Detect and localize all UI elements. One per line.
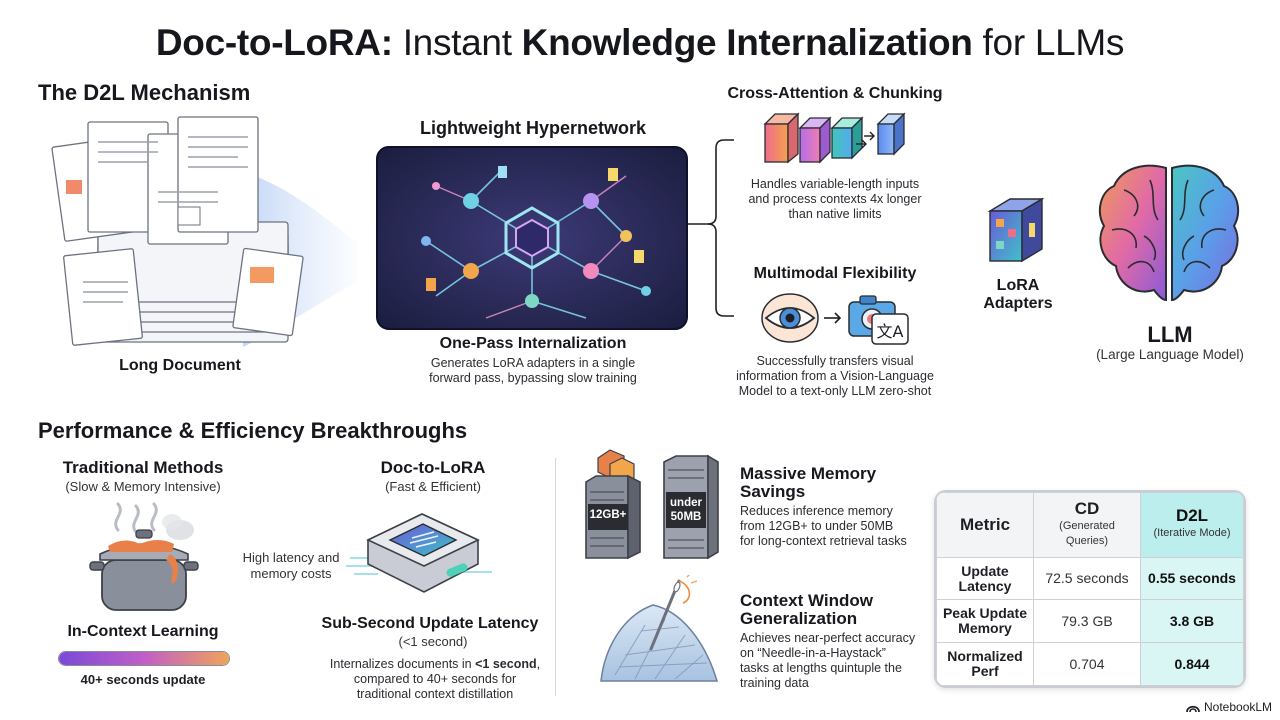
header-d2l: D2L(Iterative Mode) [1140,492,1244,558]
section-divider [555,458,556,696]
server-12gb-label: 12GB+ [589,509,627,521]
long-document-label: Long Document [119,357,241,374]
brain-icon [1098,164,1240,302]
mechanism-heading: The D2L Mechanism [38,80,251,105]
icl-caption: 40+ seconds update [80,672,206,687]
header-metric: Metric [936,492,1034,558]
chunk-blocks-icon [763,112,906,164]
context-window-description: Achieves near-perfect accuracy on “Needl… [740,631,916,690]
traditional-subtitle: (Slow & Memory Intensive) [65,479,221,494]
latency-cost-note: High latency and memory costs [242,550,340,581]
d2l-cell: 3.8 GB [1140,599,1244,644]
haystack-needle-icon [600,575,719,682]
context-window-title: Context Window Generalization [740,591,873,628]
translate-glyph: 文A [876,322,904,341]
camera-translate-icon: 文A [846,292,912,346]
multimodal-title: Multimodal Flexibility [753,265,917,282]
cross-attention-description: Handles variable-length inputs and proce… [748,177,922,221]
brand-label: NotebookLM [1204,700,1273,714]
lora-cube-icon [987,197,1045,263]
cooking-pot-icon [89,502,199,611]
llm-title: LLM [1147,322,1193,347]
hypernetwork-diagram [376,146,688,330]
eye-icon [761,293,842,343]
header-cd: CD(Generated Queries) [1033,492,1141,558]
d2l-cell: 0.844 [1140,642,1244,686]
icl-progress-fill [59,652,229,665]
memory-savings-title: Massive Memory Savings [740,464,877,501]
one-pass-title: One-Pass Internalization [439,335,627,352]
notebooklm-brand[interactable]: NotebookLM [1186,699,1272,715]
cross-attention-title: Cross-Attention & Chunking [727,85,943,102]
notebooklm-logo-icon [1186,705,1200,713]
server-50mb-label: under 50MB [670,497,702,523]
icl-title: In-Context Learning [67,623,219,640]
d2l-title: Doc-to-LoRA [380,458,486,477]
traditional-title: Traditional Methods [62,458,224,477]
document-stack-illustration [51,116,358,347]
multimodal-description: Successfully transfers visual informatio… [736,354,934,398]
d2l-cell: 0.55 seconds [1140,556,1244,601]
performance-heading: Performance & Efficiency Breakthroughs [38,418,468,443]
llm-subtitle: (Large Language Model) [1096,347,1244,362]
subsecond-description: Internalizes documents in <1 second, com… [329,657,541,701]
bracket-connector [688,139,734,317]
table-header-row: Metric CD(Generated Queries) D2L(Iterati… [936,492,1244,558]
hypernetwork-title: Lightweight Hypernetwork [419,118,646,138]
lora-adapters-label: LoRA Adapters [983,277,1053,312]
one-pass-description: Generates LoRA adapters in a single forw… [429,356,637,385]
chip-icon [346,513,492,593]
cd-cell: 72.5 seconds [1033,556,1141,601]
icl-progress-bar [58,651,230,666]
cd-cell: 0.704 [1033,642,1141,686]
subsecond-subtitle: (<1 second) [398,634,468,649]
subsecond-title: Sub-Second Update Latency [321,615,539,632]
memory-savings-description: Reduces inference memory from 12GB+ to u… [740,504,907,548]
cd-cell: 79.3 GB [1033,599,1141,644]
server-comparison-icon: 12GB+ under 50MB [580,448,728,560]
comparison-table: Metric CD(Generated Queries) D2L(Iterati… [934,490,1246,688]
page-title: Doc-to-LoRA: Instant Knowledge Internali… [155,22,1125,63]
d2l-subtitle: (Fast & Efficient) [385,479,481,494]
